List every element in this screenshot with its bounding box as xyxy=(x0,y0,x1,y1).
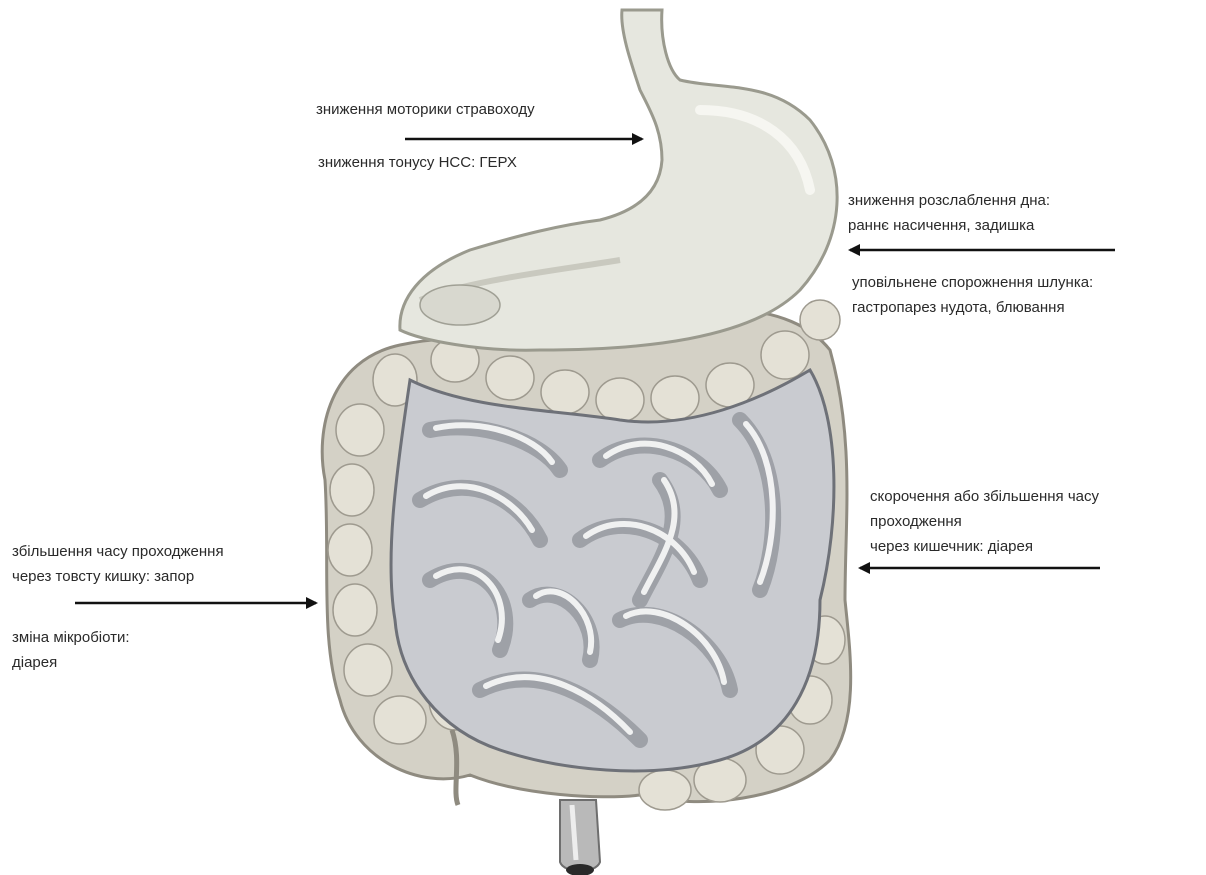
label-fundus-line2: раннє насичення, задишка xyxy=(848,213,1050,238)
label-colon-transit: збільшення часу проходження через товсту… xyxy=(12,539,224,589)
label-gastric-emptying: уповільнене спорожнення шлунка: гастропа… xyxy=(852,270,1093,320)
label-fundus-line1: зниження розслаблення дна: xyxy=(848,188,1050,213)
rectum xyxy=(560,800,600,875)
label-colon-line1: збільшення часу проходження xyxy=(12,539,224,564)
label-microbiota-line1: зміна мікробіоти: xyxy=(12,625,130,650)
label-gastric-line2: гастропарез нудота, блювання xyxy=(852,295,1093,320)
label-intestinal-line3: через кишечник: діарея xyxy=(870,534,1099,559)
label-intestinal-line1: скорочення або збільшення часу xyxy=(870,484,1099,509)
label-microbiota-line2: діарея xyxy=(12,650,130,675)
small-intestine xyxy=(391,370,834,771)
label-fundus-relaxation: зниження розслаблення дна: раннє насичен… xyxy=(848,188,1050,238)
label-gastric-line1: уповільнене спорожнення шлунка: xyxy=(852,270,1093,295)
label-intestinal-line2: проходження xyxy=(870,509,1099,534)
label-les-tone: зниження тонусу НСС: ГЕРХ xyxy=(318,150,517,175)
stomach xyxy=(400,10,837,350)
label-intestinal-transit: скорочення або збільшення часу проходжен… xyxy=(870,484,1099,559)
label-colon-line2: через товсту кишку: запор xyxy=(12,564,224,589)
label-microbiota: зміна мікробіоти: діарея xyxy=(12,625,130,675)
label-esophagus-motility: зниження моторики стравоходу xyxy=(316,97,535,122)
